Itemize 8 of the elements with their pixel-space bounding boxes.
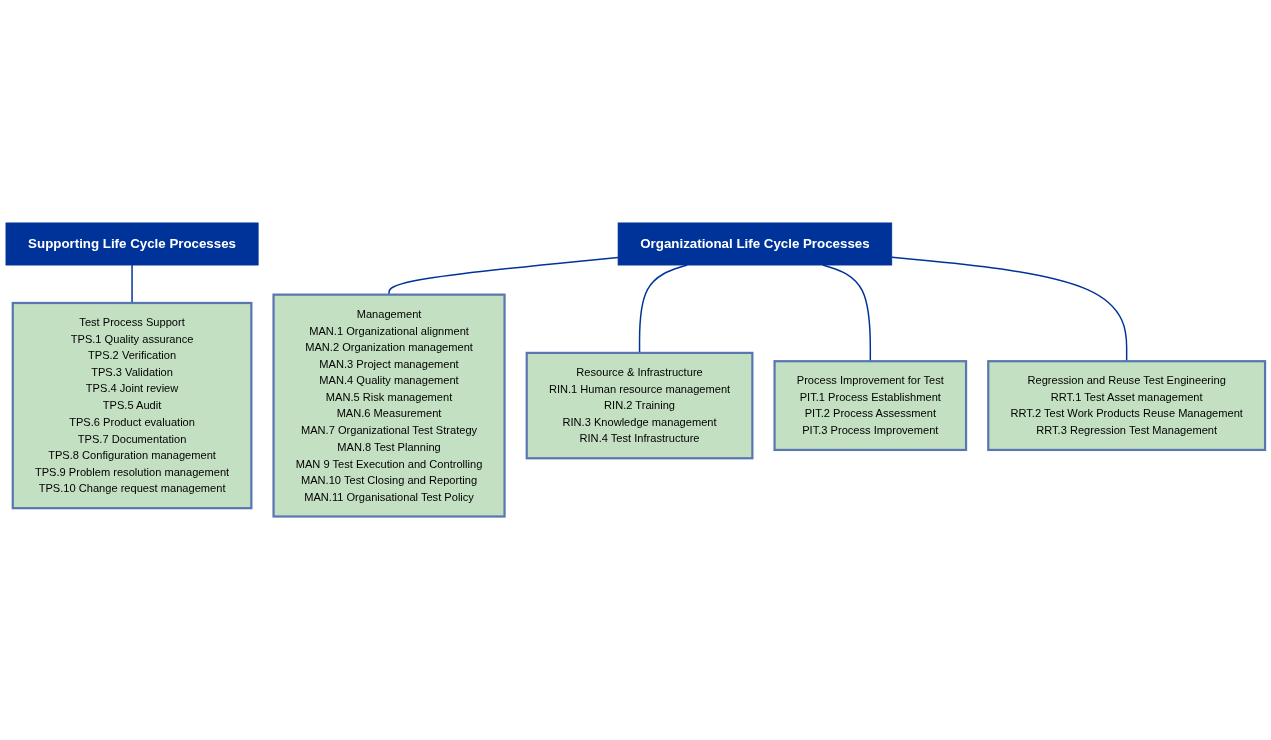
- node-box: Management MAN.1 Organizational alignment MAN.2 Organization management MAN.3 Project management MAN.4 Quality management MAN.5 Risk management MAN.6 Measurement MAN.7 Organizational Test Strategy MAN.8 Test Planning MAN 9 Test Execution and Controlling MAN.10 Test Closing and Reporting MAN.11 Organisational Test Policy: [272, 293, 506, 518]
- node-box: Supporting Life Cycle Processes: [5, 222, 259, 266]
- connector: [131, 264, 133, 304]
- node-box: Regression and Reuse Test Engineering RRT.1 Test Asset management RRT.2 Test Work Products Reuse Management RRT.3 Regression Test Management: [987, 360, 1267, 452]
- node-box: Process Improvement for Test PIT.1 Process Establishment PIT.2 Process Assessment PIT.3 Process Improvement: [773, 360, 968, 452]
- node-box: Organizational Life Cycle Processes: [617, 222, 893, 266]
- node-box: Resource & Infrastructure RIN.1 Human resource management RIN.2 Training RIN.3 Knowledge management RIN.4 Test Infrastructure: [525, 352, 754, 460]
- node-box: Test Process Support TPS.1 Quality assurance TPS.2 Verification TPS.3 Validation TPS.4 Joint review TPS.5 Audit TPS.6 Product evaluation TPS.7 Documentation TPS.8 Configuration management TPS.9 Problem resolution management TPS.10 Change request management: [11, 302, 253, 510]
